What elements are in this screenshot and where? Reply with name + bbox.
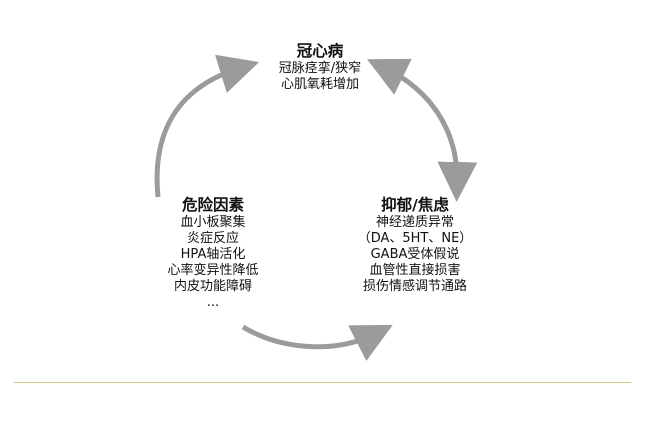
node-line: HPA轴活化 [180,247,246,262]
node-line: 血管性直接损害 [369,263,461,278]
node-title: 危险因素 [181,196,244,214]
node-line: 冠脉痉挛/狭窄 [278,61,362,76]
node-risk-factors: 危险因素 血小板聚集 炎症反应 HPA轴活化 心率变异性降低 内皮功能障碍 ..… [128,196,298,311]
node-depression-anxiety: 抑郁/焦虑 神经递质异常 （DA、5HT、NE） GABA受体假说 血管性直接损… [320,196,510,295]
node-coronary-heart-disease: 冠心病 冠脉痉挛/狭窄 心肌氧耗增加 [235,42,405,93]
node-line: 神经递质异常 [375,215,454,230]
node-line: ... [206,295,220,310]
node-title: 冠心病 [296,42,344,60]
node-line: GABA受体假说 [370,247,460,262]
node-line: 损伤情感调节通路 [362,279,467,294]
arrow-risk-to-chd [154,54,260,198]
node-line: 血小板聚集 [180,215,246,230]
node-line: （DA、5HT、NE） [357,231,473,246]
arrow-risk-to-depression [241,324,393,361]
node-line: 内皮功能障碍 [173,279,252,294]
node-title: 抑郁/焦虑 [381,196,449,214]
divider-line [14,382,631,383]
arrow-chd-depression-bidirectional [367,58,478,202]
node-line: 炎症反应 [186,231,239,246]
node-line: 心肌氧耗增加 [280,77,359,92]
node-line: 心率变异性降低 [167,263,259,278]
